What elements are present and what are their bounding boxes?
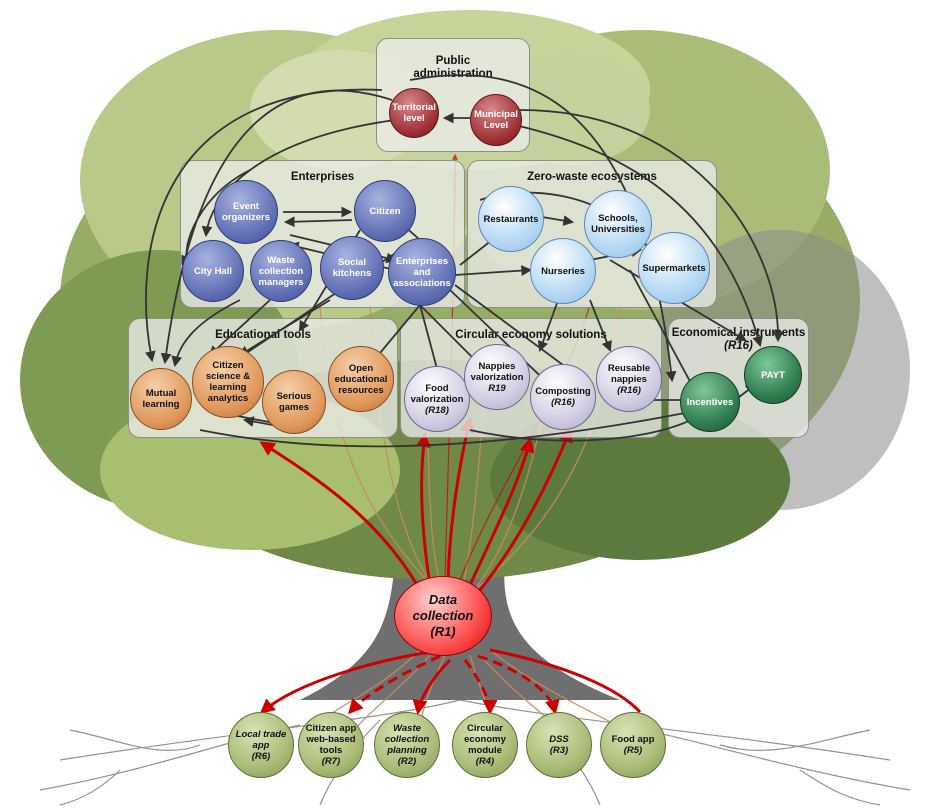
node-supermarkets: Supermarkets — [638, 232, 710, 304]
group-title: Educational tools — [215, 329, 311, 341]
group-title: Enterprises — [290, 171, 355, 183]
node-dss: DSS(R3) — [526, 712, 592, 778]
node-citizen: Citizen — [354, 180, 416, 242]
group-title: Public administration — [413, 55, 493, 80]
group-title: Zero-waste ecosystems — [527, 171, 657, 183]
node-composting: Composting(R16) — [530, 364, 596, 430]
node-restaurants: Restaurants — [478, 186, 544, 252]
node-payt: PAYT — [744, 346, 802, 404]
node-food-app: Food app(R5) — [600, 712, 666, 778]
node-nurseries: Nurseries — [530, 238, 596, 304]
node-city-hall: City Hall — [182, 240, 244, 302]
group-title: Circular economy solutions — [455, 329, 607, 341]
node-incentives: Incentives — [680, 372, 740, 432]
red-arrows-down — [259, 648, 642, 715]
node-schools-universities: Schools,Universities — [584, 190, 652, 258]
